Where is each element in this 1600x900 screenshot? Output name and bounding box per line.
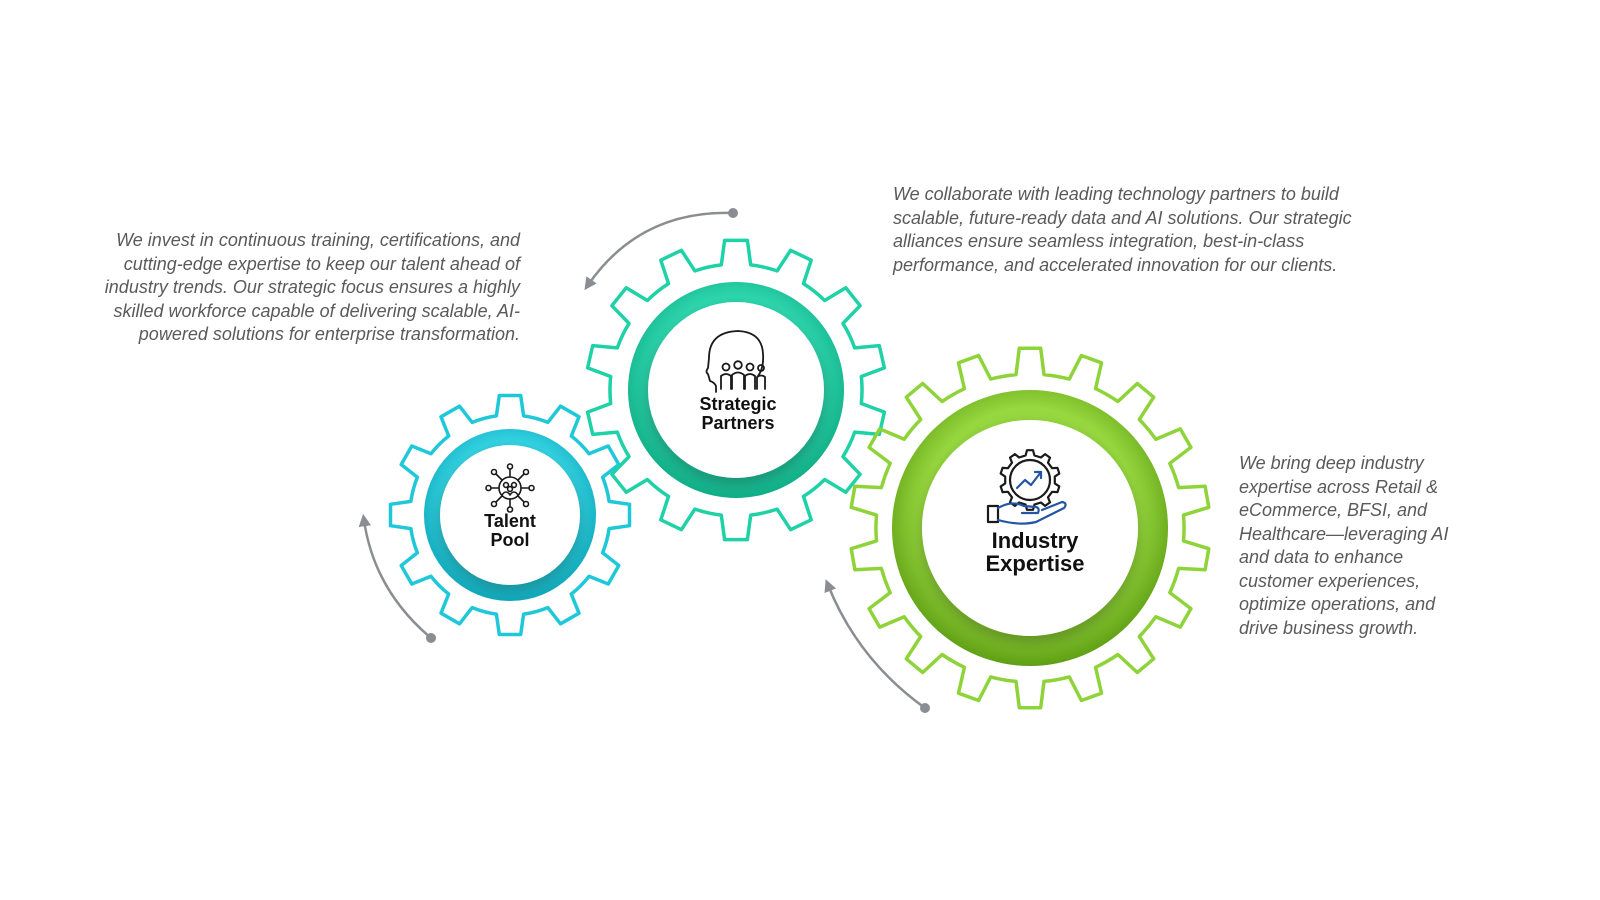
cycle-arrow-top	[584, 208, 738, 291]
gear-hand-growth-icon	[986, 449, 1067, 525]
strategic-partners-label: Strategic Partners	[668, 395, 808, 433]
cycle-arrow-left	[358, 513, 436, 643]
strategic-partners-description: We collaborate with leading technology p…	[893, 184, 1352, 275]
talent-pool-gear-outline	[388, 393, 632, 637]
talent-pool-label-line1: Talent	[484, 511, 536, 531]
people-network-icon	[485, 463, 535, 513]
talent-pool-label: Talent Pool	[450, 512, 570, 550]
head-with-people-icon	[705, 330, 766, 393]
industry-expertise-label-line1: Industry	[991, 528, 1079, 553]
strategic-partners-center	[648, 302, 824, 478]
cycle-arrow-bottom	[824, 579, 930, 713]
strategic-partners-label-line1: Strategic	[699, 394, 777, 414]
industry-expertise-description: We bring deep industry expertise across …	[1239, 453, 1449, 638]
industry-expertise-gear-outline	[849, 346, 1211, 710]
industry-expertise-label-line2: Expertise	[985, 551, 1085, 577]
industry-expertise-center	[922, 420, 1138, 636]
strategic-partners-label-line2: Partners	[701, 412, 775, 433]
strategic-partners-gear-outline	[585, 238, 887, 542]
talent-pool-center	[440, 445, 580, 585]
talent-pool-label-line2: Pool	[490, 529, 530, 550]
industry-expertise-label: Industry Expertise	[950, 529, 1120, 575]
talent-pool-description: We invest in continuous training, certif…	[104, 230, 520, 344]
